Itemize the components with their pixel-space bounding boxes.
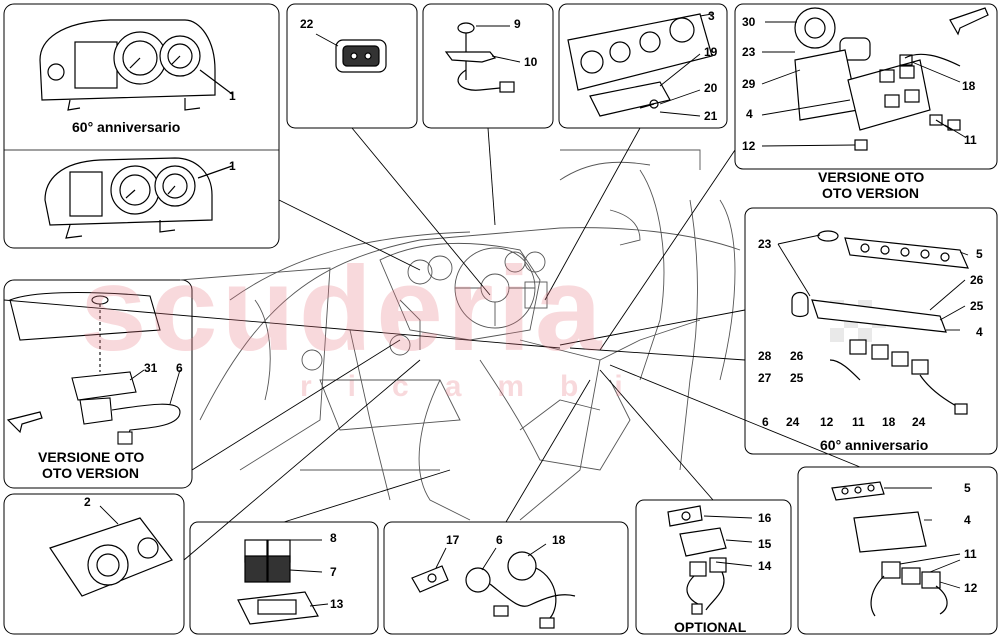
sixty-anniversario-right — [777, 230, 969, 415]
buttons-8-7-13 — [237, 539, 329, 625]
part-label: 13 — [330, 597, 344, 611]
caption-60-anniversario-top: 60° anniversario — [72, 119, 181, 135]
caption-oto-version-top: OTO VERSION — [822, 185, 919, 201]
part-label: 31 — [144, 361, 158, 375]
part-label: 15 — [758, 537, 772, 551]
part-label: 19 — [704, 45, 718, 59]
sensor-9-10 — [444, 22, 521, 93]
part-label: 3 — [708, 9, 715, 23]
part-label: 18 — [962, 79, 976, 93]
instrument-cluster-standard — [44, 157, 233, 239]
part-label: 26 — [970, 273, 984, 287]
panel-part-2 — [3, 493, 185, 635]
sensors-17-6-18 — [411, 543, 576, 629]
part-label: 11 — [852, 415, 865, 429]
part-label: 26 — [790, 349, 804, 363]
part-label: 8 — [330, 531, 337, 545]
car-interior-sketch — [179, 149, 741, 521]
part-label: 12 — [964, 581, 978, 595]
part-label: 24 — [786, 415, 800, 429]
part-label: 5 — [964, 481, 971, 495]
oto-version-top — [761, 7, 966, 151]
part-label: 20 — [704, 81, 718, 95]
panel-oto-left — [3, 279, 193, 489]
panel-60-anniversario-right — [744, 207, 998, 455]
part-label: 1 — [229, 159, 236, 173]
part-label: 24 — [912, 415, 926, 429]
part-label: 18 — [552, 533, 566, 547]
climate-panel-3 — [567, 13, 713, 117]
panel-part-9-10 — [422, 3, 554, 129]
caption-versione-oto-left: VERSIONE OTO — [38, 449, 145, 465]
light-switch-2 — [49, 505, 173, 597]
leader-lines — [3, 127, 861, 561]
panel-oto-top — [734, 3, 998, 170]
part-label: 12 — [742, 139, 756, 153]
part-label: 11 — [964, 133, 977, 147]
instrument-cluster-60 — [39, 19, 233, 111]
part-label: 14 — [758, 559, 772, 573]
part-label: 4 — [746, 107, 753, 121]
part-label: 18 — [882, 415, 896, 429]
part-label: 7 — [330, 565, 337, 579]
direction-arrow-left — [6, 411, 43, 434]
part-label: 25 — [790, 371, 804, 385]
part-label: 28 — [758, 349, 772, 363]
optional-16-15-14 — [667, 505, 753, 615]
part-label: 1 — [229, 89, 236, 103]
part-label: 30 — [742, 15, 756, 29]
part-label: 23 — [742, 45, 756, 59]
part-label: 10 — [524, 55, 538, 69]
part-label: 6 — [762, 415, 769, 429]
part-label: 9 — [514, 17, 521, 31]
switch-22 — [315, 33, 387, 73]
part-label: 4 — [964, 513, 971, 527]
part-label: 4 — [976, 325, 983, 339]
part-label: 25 — [970, 299, 984, 313]
part-label: 17 — [446, 533, 460, 547]
part-label: 5 — [976, 247, 983, 261]
part-label: 11 — [964, 547, 977, 561]
panel-optional — [635, 499, 792, 635]
caption-oto-version-left: OTO VERSION — [42, 465, 139, 481]
part-label: 21 — [704, 109, 718, 123]
part-label: 6 — [496, 533, 503, 547]
part-label: 16 — [758, 511, 772, 525]
parts-5-4-11-12 — [831, 481, 961, 617]
panel-instrument-cluster — [3, 3, 280, 249]
part-label: 22 — [300, 17, 314, 31]
part-label: 27 — [758, 371, 772, 385]
oto-version-left — [9, 291, 181, 445]
direction-arrow-top — [949, 7, 989, 36]
panel-part-5-4-11-12 — [797, 466, 998, 635]
caption-optional: OPTIONAL — [674, 619, 747, 635]
part-label: 23 — [758, 237, 772, 251]
part-label: 6 — [176, 361, 183, 375]
part-label: 29 — [742, 77, 756, 91]
caption-60-anniversario-right: 60° anniversario — [820, 437, 929, 453]
part-label: 2 — [84, 495, 91, 509]
part-label: 12 — [820, 415, 834, 429]
caption-versione-oto-top: VERSIONE OTO — [818, 169, 925, 185]
panel-part-3 — [558, 3, 728, 129]
